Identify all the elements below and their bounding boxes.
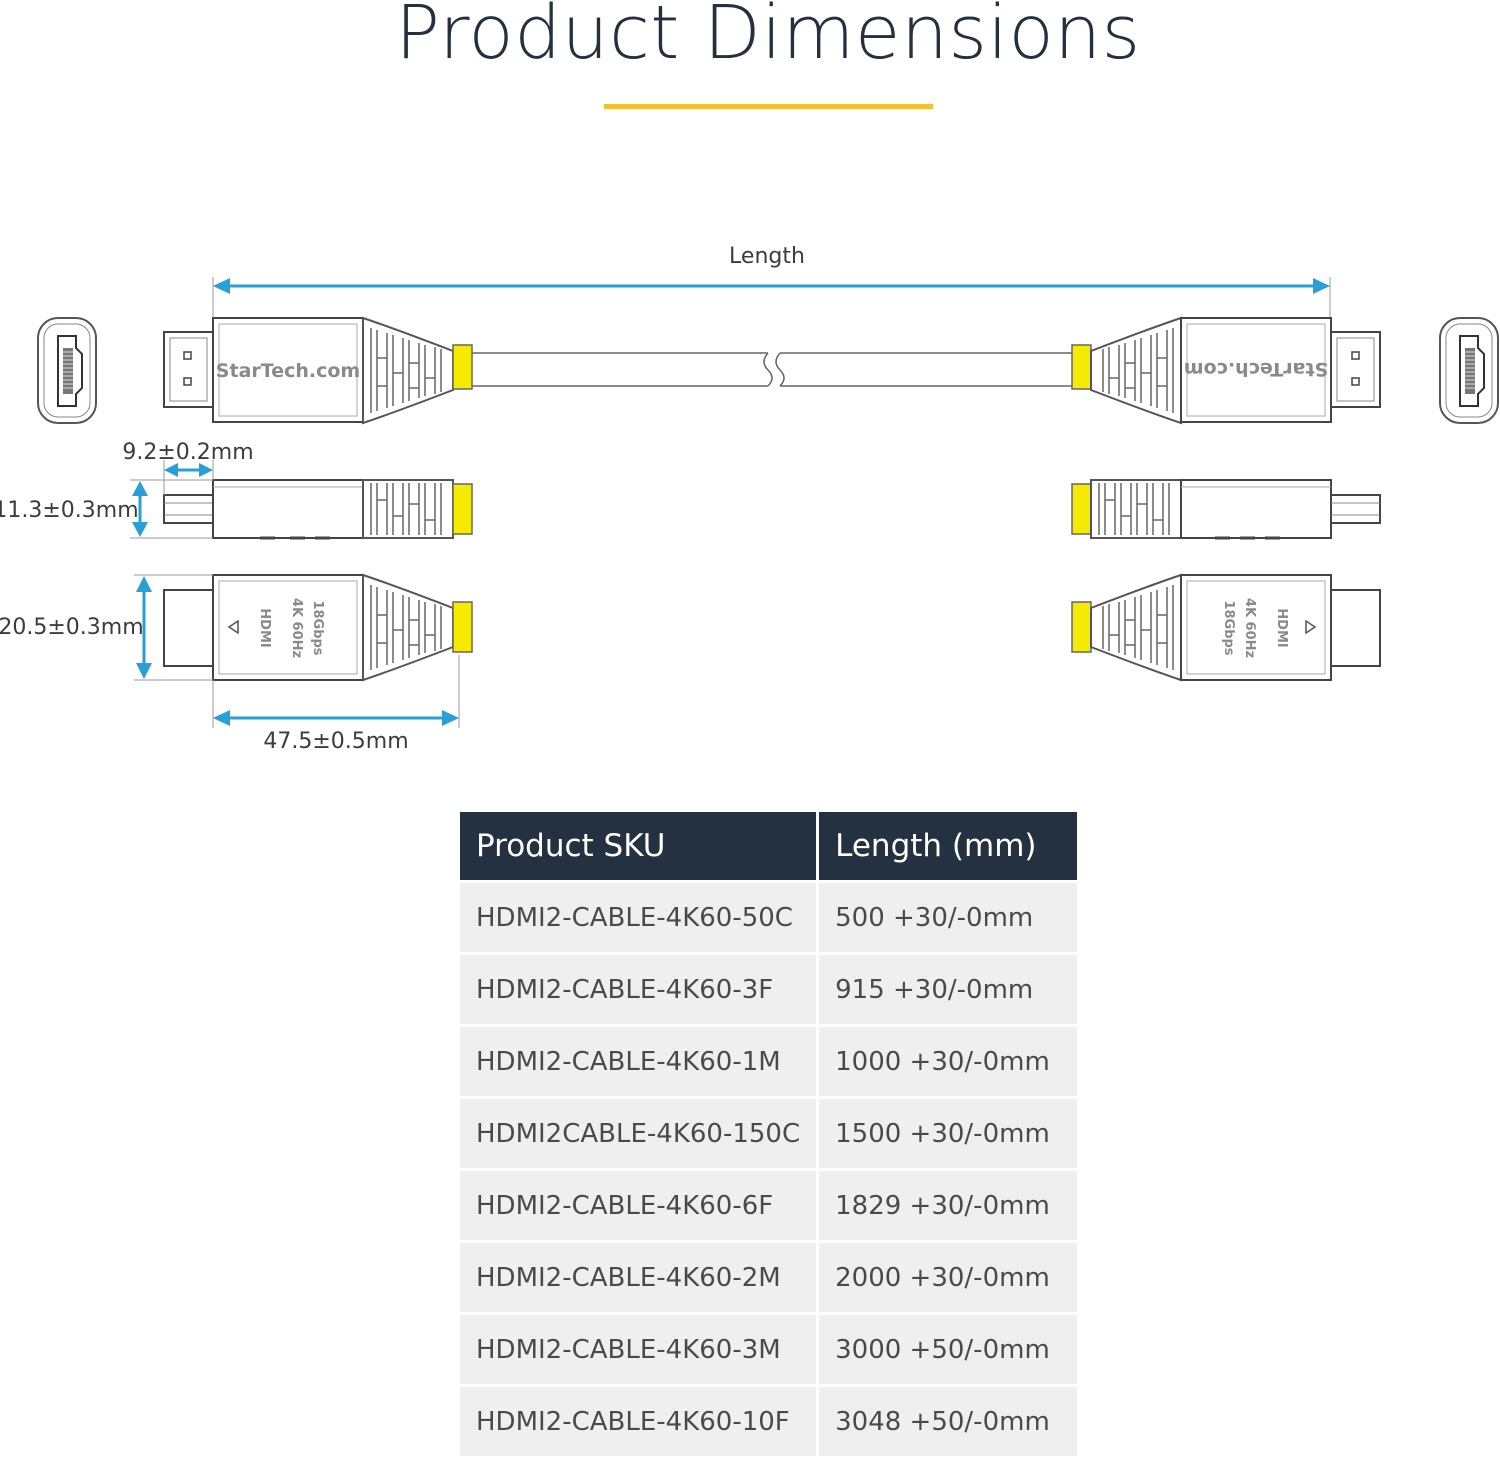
length-label: Length [729, 244, 805, 269]
length-cell: 1829 +30/-0mm [819, 1171, 1078, 1240]
double-arrow-icon [130, 479, 213, 539]
table-row: HDMI2-CABLE-4K60-3M 3000 +50/-0mm [460, 1315, 1078, 1384]
page-title: Product Dimensions [395, 0, 1141, 76]
length-cell: 915 +30/-0mm [819, 955, 1078, 1024]
hdmi-logo-text: HDMI [1274, 608, 1289, 647]
column-header-sku: Product SKU [460, 812, 817, 880]
length-cell: 1500 +30/-0mm [819, 1099, 1078, 1168]
length-cell: 3000 +50/-0mm [819, 1315, 1078, 1384]
table-row: HDMI2-CABLE-4K60-10F 3048 +50/-0mm [460, 1387, 1078, 1456]
sku-cell: HDMI2-CABLE-4K60-3F [460, 955, 817, 1024]
sku-cell: HDMI2-CABLE-4K60-50C [460, 883, 817, 952]
connector-side-left [163, 479, 473, 540]
length-dimension-arrow [212, 277, 1331, 320]
length-cell: 500 +30/-0mm [819, 883, 1078, 952]
thickness-label: 11.3±0.3mm [0, 498, 139, 523]
cable-body [472, 352, 1072, 387]
length-cell: 3048 +50/-0mm [819, 1387, 1078, 1456]
sku-length-table: Product SKU Length (mm) HDMI2-CABLE-4K60… [457, 809, 1080, 1459]
triangle-icon [227, 619, 239, 635]
sku-cell: HDMI2-CABLE-4K60-3M [460, 1315, 817, 1384]
width-label: 20.5±0.3mm [0, 615, 144, 640]
spec-line-1: 4K 60Hz [1242, 598, 1257, 658]
title-underline [604, 104, 933, 109]
length-cell: 1000 +30/-0mm [819, 1027, 1078, 1096]
connector-top-right: StarTech.com [1071, 317, 1381, 424]
cable-diagram: Length StarTech.com StarTech.com [0, 244, 1499, 754]
housing-length-label: 47.5±0.5mm [263, 729, 408, 754]
length-cell: 2000 +30/-0mm [819, 1243, 1078, 1312]
triangle-icon [1305, 619, 1317, 635]
table-row: HDMI2-CABLE-4K60-1M 1000 +30/-0mm [460, 1027, 1078, 1096]
connector-front-right: HDMI 4K 60Hz 18Gbps [1071, 574, 1381, 681]
column-header-length: Length (mm) [819, 812, 1078, 880]
connector-top-left: StarTech.com [163, 317, 473, 424]
brand-logo-text: StarTech.com [216, 360, 360, 382]
double-arrow-icon [212, 655, 460, 728]
sku-cell: HDMI2CABLE-4K60-150C [460, 1099, 817, 1168]
spec-line-2: 18Gbps [1221, 600, 1236, 655]
table-row: HDMI2-CABLE-4K60-3F 915 +30/-0mm [460, 955, 1078, 1024]
tip-width-label: 9.2±0.2mm [122, 440, 253, 465]
table-row: HDMI2-CABLE-4K60-6F 1829 +30/-0mm [460, 1171, 1078, 1240]
spec-line-1: 4K 60Hz [289, 598, 304, 658]
brand-logo-text: StarTech.com [1184, 358, 1328, 380]
connector-side-right [1071, 479, 1381, 540]
table-row: HDMI2CABLE-4K60-150C 1500 +30/-0mm [460, 1099, 1078, 1168]
connector-front-left: HDMI 4K 60Hz 18Gbps [163, 574, 473, 681]
hdmi-logo-text: HDMI [257, 608, 272, 647]
hdmi-port-icon [37, 317, 97, 424]
sku-cell: HDMI2-CABLE-4K60-2M [460, 1243, 817, 1312]
double-arrow-icon [163, 460, 214, 495]
sku-cell: HDMI2-CABLE-4K60-1M [460, 1027, 817, 1096]
table-row: HDMI2-CABLE-4K60-2M 2000 +30/-0mm [460, 1243, 1078, 1312]
sku-cell: HDMI2-CABLE-4K60-6F [460, 1171, 817, 1240]
table-header-row: Product SKU Length (mm) [460, 812, 1078, 880]
spec-line-2: 18Gbps [310, 600, 325, 655]
table-row: HDMI2-CABLE-4K60-50C 500 +30/-0mm [460, 883, 1078, 952]
double-arrow-icon [134, 574, 213, 681]
sku-cell: HDMI2-CABLE-4K60-10F [460, 1387, 817, 1456]
hdmi-port-icon [1439, 317, 1499, 424]
